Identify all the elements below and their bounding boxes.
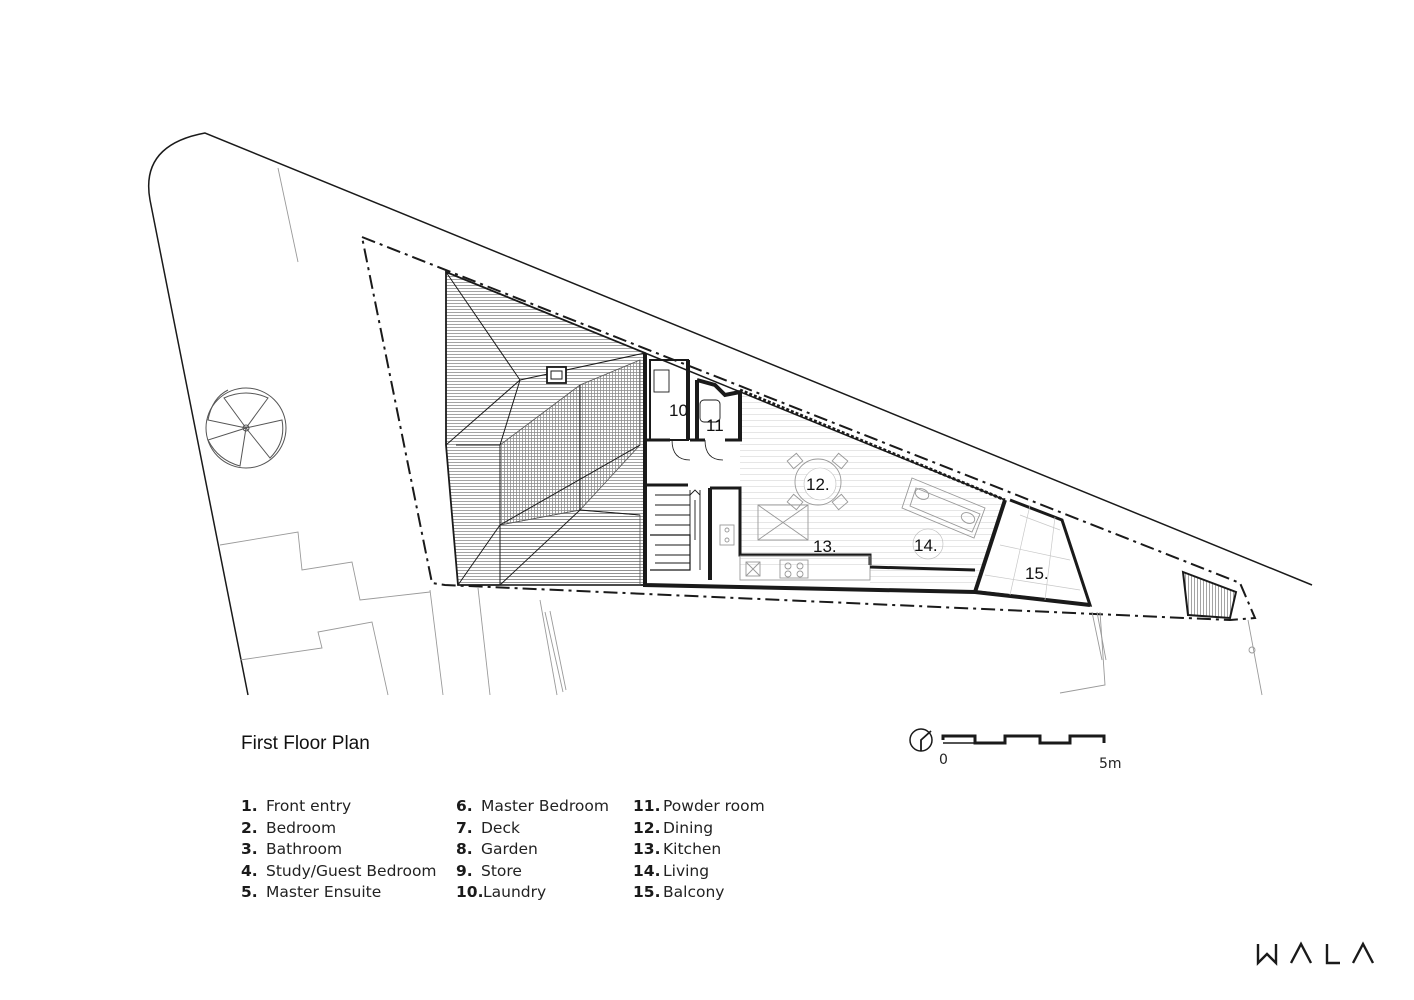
neighbour-outlines-left [219, 167, 567, 696]
scale-end-label: 5m [1099, 756, 1122, 772]
legend-column-2: 6. Master Bedroom 7. Deck 8. Garden 9. Store… [456, 796, 609, 904]
room-label-10: 10 [669, 401, 688, 420]
legend-number: 2. [241, 818, 258, 837]
street-boundary-line [148, 132, 1313, 696]
room-label-11: 11 [706, 416, 724, 435]
legend-column-3: 11.Powder room 12.Dining 13.Kitchen 14.L… [633, 796, 765, 904]
legend-item: 4. Study/Guest Bedroom [241, 861, 437, 883]
legend-item: 10.Laundry [456, 882, 609, 904]
dining-table [786, 452, 849, 511]
legend-number: 6. [456, 797, 473, 815]
roof-hatched-area [445, 270, 646, 586]
legend-item: 5. Master Ensuite [241, 882, 437, 904]
staircase [655, 489, 701, 570]
legend-item: 12.Dining [633, 818, 765, 840]
floor-line-south [869, 565, 976, 572]
legend-label: Study/Guest Bedroom [266, 861, 437, 880]
wala-logo [1256, 941, 1375, 966]
legend-number: 1. [241, 797, 258, 815]
legend-label: Powder room [663, 797, 765, 815]
legend-label: Bedroom [266, 818, 337, 837]
legend-label: Front entry [266, 797, 352, 815]
north-arrow-icon [909, 728, 933, 752]
room-label-12: 12. [806, 475, 830, 494]
scale-bar [941, 734, 1106, 745]
legend-number: 7. [456, 818, 473, 837]
legend-column-1: 1. Front entry 2. Bedroom 3. Bathroom 4. Stu… [241, 796, 437, 904]
legend-number: 9. [456, 861, 473, 880]
legend-item: 9. Store [456, 861, 609, 883]
scale-start-label: 0 [939, 752, 948, 768]
legend-label: Balcony [663, 883, 725, 901]
legend-number: 10. [456, 883, 484, 901]
neighbour-outlines-right [1059, 611, 1263, 696]
site-boundary [361, 236, 1257, 622]
room-label-13: 13. [813, 537, 837, 556]
legend-number: 12. [633, 818, 661, 837]
legend-item: 14.Living [633, 861, 765, 883]
legend-number: 13. [633, 840, 661, 858]
legend-label: Master Ensuite [266, 883, 382, 901]
legend-number: 8. [456, 840, 473, 858]
sofa [901, 477, 986, 539]
plan-title: First Floor Plan [241, 733, 370, 754]
legend-item: 1. Front entry [241, 796, 437, 818]
legend-item: 13.Kitchen [633, 839, 765, 861]
legend-item: 6. Master Bedroom [456, 796, 609, 818]
store-box [1181, 570, 1238, 620]
legend-number: 3. [241, 840, 258, 858]
legend-label: Master Bedroom [481, 797, 609, 815]
legend-number: 4. [241, 861, 258, 880]
legend-label: Dining [663, 818, 714, 837]
legend-label: Kitchen [663, 840, 722, 858]
legend-number: 15. [633, 883, 661, 901]
room-labels: 10 11 12. 13. 14. 15. [669, 401, 1049, 583]
legend-number: 11. [633, 797, 661, 815]
legend-number: 14. [633, 861, 661, 880]
legend-item: 2. Bedroom [241, 818, 437, 840]
legend-item: 7. Deck [456, 818, 609, 840]
legend-label: Deck [481, 818, 520, 837]
living-floor [740, 390, 1005, 585]
legend-item: 11.Powder room [633, 796, 765, 818]
legend-label: Living [663, 861, 710, 880]
legend-number: 5. [241, 883, 258, 901]
legend-item: 3. Bathroom [241, 839, 437, 861]
legend-label: Laundry [483, 883, 547, 901]
legend-label: Bathroom [266, 840, 343, 858]
room-label-15: 15. [1025, 564, 1049, 583]
legend-label: Store [481, 861, 522, 880]
balcony-tiling [984, 504, 1081, 601]
exterior-walls [643, 352, 1093, 607]
legend-label: Garden [481, 840, 538, 858]
legend-item: 8. Garden [456, 839, 609, 861]
room-label-14: 14. [914, 536, 938, 555]
legend-item: 15.Balcony [633, 882, 765, 904]
tree-symbol [205, 387, 287, 469]
